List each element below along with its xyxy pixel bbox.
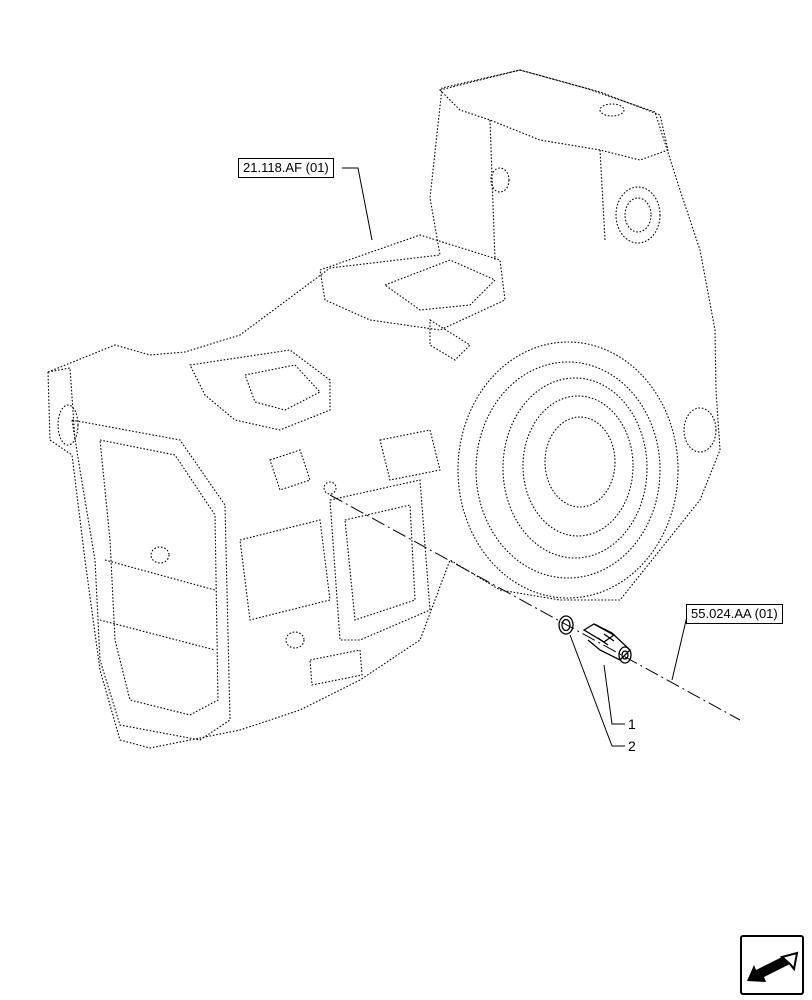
transmission-housing bbox=[47, 69, 721, 749]
assembly-axis bbox=[329, 494, 741, 721]
arrow-back-icon[interactable] bbox=[740, 935, 804, 995]
reference-leaders bbox=[342, 167, 689, 681]
reference-label-top[interactable]: 21.118.AF (01) bbox=[238, 158, 334, 178]
callout-1: 1 bbox=[628, 716, 636, 732]
callout-2: 2 bbox=[628, 738, 636, 754]
seal-ring bbox=[558, 615, 574, 635]
reference-label-right[interactable]: 55.024.AA (01) bbox=[686, 604, 783, 624]
sensor bbox=[582, 623, 632, 664]
callout-leaders bbox=[569, 634, 625, 747]
